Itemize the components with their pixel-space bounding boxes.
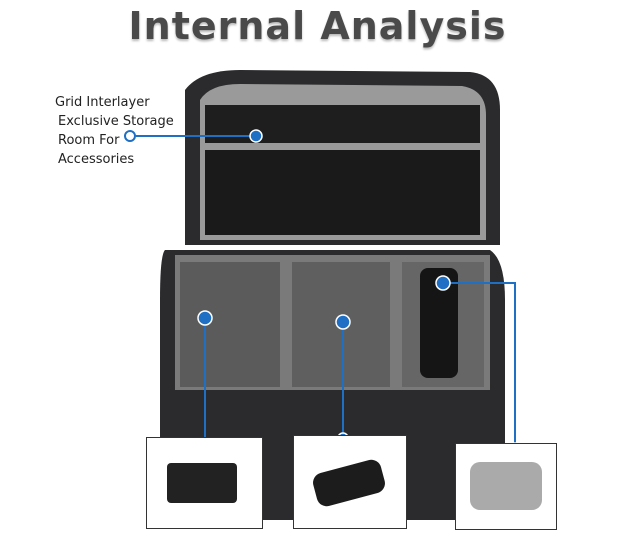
drone-image-box <box>293 435 407 529</box>
mesh-pocket-bottom <box>205 150 480 235</box>
controller-shape <box>470 462 542 510</box>
callout-text: Grid Interlayer Exclusive Storage Room F… <box>55 93 174 169</box>
battery-shape <box>167 463 237 503</box>
cylinder-item <box>420 268 458 378</box>
callout-line: Grid Interlayer <box>55 95 150 110</box>
mesh-pocket-top <box>205 105 480 143</box>
compartment-left <box>180 262 280 387</box>
drone-shape <box>310 457 388 509</box>
page-title: Internal Analysis <box>128 4 507 48</box>
callout-dot <box>197 310 213 326</box>
callout-line: Room For <box>58 133 120 148</box>
callout-dot <box>435 275 451 291</box>
callout-dot <box>335 314 351 330</box>
controller-image-box <box>455 443 557 530</box>
callout-line: Exclusive Storage <box>58 114 174 129</box>
callout-dot <box>249 129 263 143</box>
callout-dot-hollow <box>124 130 136 142</box>
battery-image-box <box>146 437 263 529</box>
callout-line: Accessories <box>58 152 135 167</box>
